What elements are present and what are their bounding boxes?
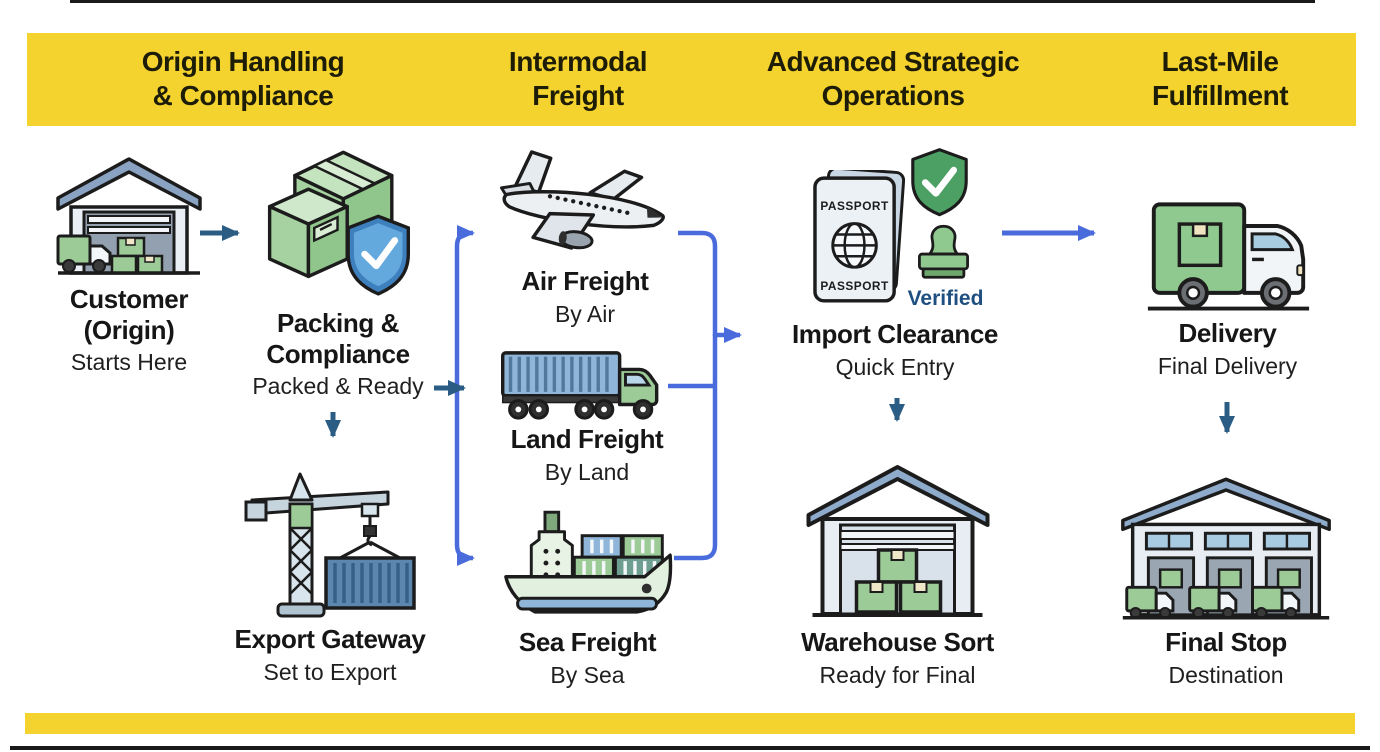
warehouse-truck-icon [40, 146, 218, 284]
passport-icon: PASSPORT PASSPORT [813, 170, 906, 303]
crane-container-icon [225, 452, 435, 624]
cargo-ship-icon [490, 497, 685, 627]
node-subtitle: Final Delivery [1157, 352, 1298, 379]
cargo-truck-icon [487, 348, 687, 424]
boxes-shield-icon [248, 140, 428, 308]
delivery-van-icon [1135, 176, 1320, 318]
shield-check-icon [911, 148, 968, 217]
node-customer: Customer (Origin) Starts Here [40, 146, 218, 376]
node-subtitle: By Air [554, 300, 616, 327]
node-subtitle: Set to Export [263, 658, 397, 685]
top-border-line [70, 0, 1315, 3]
node-import-clearance: PASSPORT PASSPORT Verified Import Cleara… [780, 145, 1010, 380]
node-subtitle: By Land [544, 458, 630, 485]
node-subtitle: By Sea [550, 661, 625, 688]
node-final-stop: Final Stop Destination [1105, 455, 1347, 688]
node-title: Final Stop [1165, 627, 1287, 657]
stamp-icon [918, 224, 969, 279]
warehouse-boxes-icon [790, 443, 1005, 627]
column-header-intermodal: Intermodal Freight [508, 46, 648, 111]
distribution-center-icon [1105, 455, 1347, 627]
column-header-lastmile: Last-Mile Fulfillment [1151, 46, 1289, 111]
branch-arrow-to-air [454, 225, 475, 345]
header-banner [27, 33, 1356, 126]
node-packing: Packing & Compliance Packed & Ready [248, 140, 428, 400]
node-title: Sea Freight [518, 627, 657, 657]
branch-arrow-to-sea [454, 345, 475, 566]
node-subtitle: Destination [1168, 661, 1284, 688]
footer-banner [25, 713, 1355, 734]
svg-text:PASSPORT: PASSPORT [820, 199, 889, 213]
node-subtitle: Starts Here [70, 349, 188, 376]
node-air-freight: Air Freight By Air [480, 142, 690, 327]
svg-text:PASSPORT: PASSPORT [820, 279, 889, 293]
column-header-origin: Origin Handling & Compliance [141, 46, 345, 111]
node-title: Delivery [1178, 318, 1277, 348]
node-title: Export Gateway [234, 624, 426, 654]
import-clearance-icons: PASSPORT PASSPORT Verified [780, 145, 1010, 319]
node-subtitle: Quick Entry [835, 353, 955, 380]
bottom-border-line [10, 746, 1370, 750]
node-land-freight: Land Freight By Land [487, 348, 687, 485]
node-subtitle: Ready for Final [819, 661, 976, 688]
node-title: Packing & Compliance [266, 308, 410, 369]
node-title: Land Freight [510, 424, 664, 454]
node-title: Customer (Origin) [69, 284, 189, 345]
node-warehouse-sort: Warehouse Sort Ready for Final [790, 443, 1005, 688]
node-delivery: Delivery Final Delivery [1135, 176, 1320, 379]
node-export-gateway: Export Gateway Set to Export [225, 452, 435, 685]
node-sea-freight: Sea Freight By Sea [490, 497, 685, 688]
column-header-operations: Advanced Strategic Operations [766, 46, 1020, 111]
node-title: Warehouse Sort [801, 627, 994, 657]
node-subtitle: Packed & Ready [252, 373, 424, 400]
node-title: Air Freight [521, 266, 649, 296]
airplane-icon [480, 142, 690, 266]
node-title: Import Clearance [791, 319, 998, 349]
verified-label: Verified [907, 287, 984, 310]
